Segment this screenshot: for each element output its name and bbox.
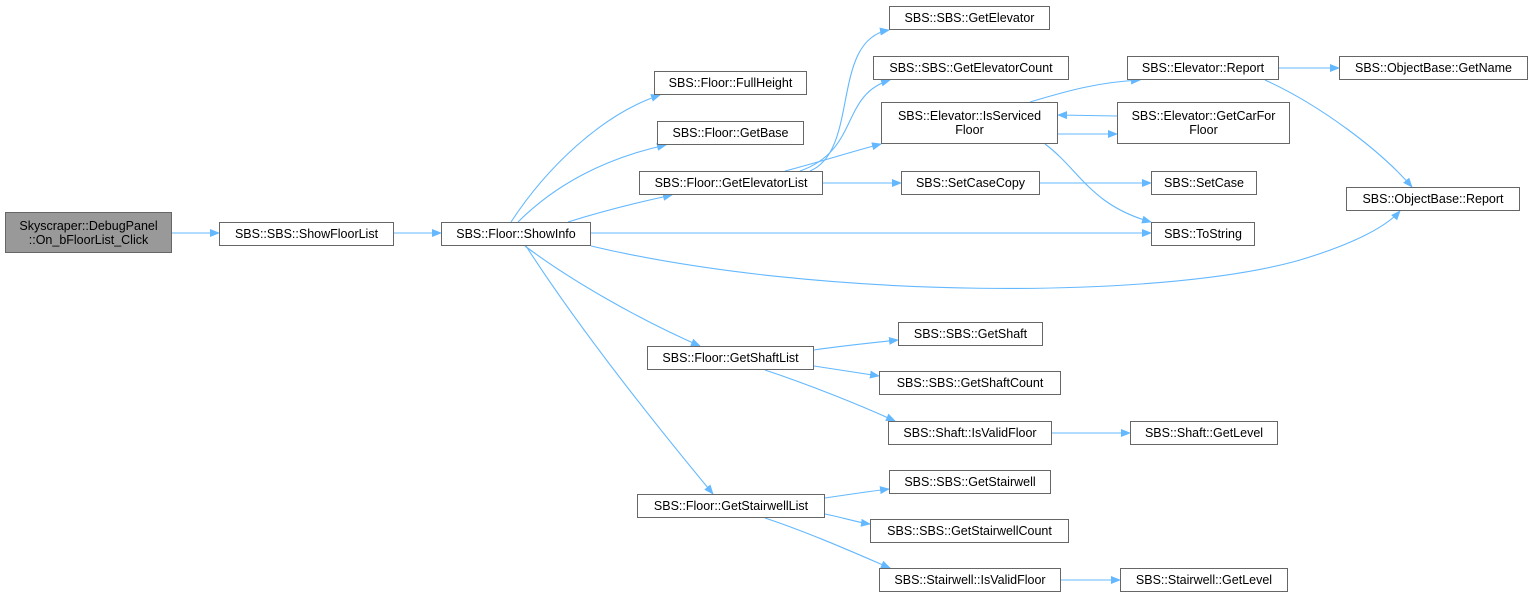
edge-getstairwelllist-to-stairisvalid: [764, 517, 891, 569]
edge-getelevatorlist-to-getelevator: [809, 27, 890, 172]
node-getshaftlist[interactable]: SBS::Floor::GetShaftList: [647, 346, 814, 370]
node-getstairwell[interactable]: SBS::SBS::GetStairwell: [889, 470, 1051, 494]
node-shaftisvalid[interactable]: SBS::Shaft::IsValidFloor: [888, 421, 1052, 445]
edge-showinfo-to-getshaftlist: [524, 245, 701, 347]
node-getshaftcount[interactable]: SBS::SBS::GetShaftCount: [879, 371, 1061, 395]
node-shaftgetlevel[interactable]: SBS::Shaft::GetLevel: [1130, 421, 1278, 445]
node-tostring[interactable]: SBS::ToString: [1151, 222, 1255, 246]
edge-getelevatorlist-to-getelevatorcount: [799, 78, 891, 172]
edge-getcarforfloor-to-isservicedfloor: [1057, 111, 1118, 120]
edge-showinfo-to-getelevatorlist: [567, 192, 673, 223]
node-root: Skyscraper::DebugPanel ::On_bFloorList_C…: [5, 212, 172, 253]
edge-isservicedfloor-to-elevreport: [1029, 76, 1141, 103]
edge-showinfo-to-getstairwelllist: [525, 245, 714, 495]
node-getstairwelllist[interactable]: SBS::Floor::GetStairwellList: [637, 494, 825, 518]
edge-getstairwelllist-to-getstairwell: [824, 486, 890, 499]
edge-getshaftlist-to-getshaftcount: [813, 365, 880, 379]
node-getelevator[interactable]: SBS::SBS::GetElevator: [889, 6, 1050, 30]
node-fullheight[interactable]: SBS::Floor::FullHeight: [654, 71, 807, 95]
edge-getshaftlist-to-getshaft: [813, 336, 899, 351]
node-getstairwellcount[interactable]: SBS::SBS::GetStairwellCount: [870, 519, 1069, 543]
node-getshaft[interactable]: SBS::SBS::GetShaft: [898, 322, 1043, 346]
edge-elevreport-to-objreport: [1264, 79, 1413, 188]
node-setcasecopy[interactable]: SBS::SetCaseCopy: [901, 171, 1040, 195]
edge-getshaftlist-to-shaftisvalid: [764, 369, 896, 422]
edge-getelevatorlist-to-isservicedfloor: [784, 142, 882, 172]
node-setcase[interactable]: SBS::SetCase: [1151, 171, 1257, 195]
node-showfloorlist[interactable]: SBS::SBS::ShowFloorList: [219, 222, 394, 246]
node-getname[interactable]: SBS::ObjectBase::GetName: [1339, 56, 1528, 80]
node-elevreport[interactable]: SBS::Elevator::Report: [1127, 56, 1279, 80]
edge-showinfo-to-fullheight: [510, 94, 661, 223]
node-objreport[interactable]: SBS::ObjectBase::Report: [1346, 187, 1520, 211]
node-getcarforfloor[interactable]: SBS::Elevator::GetCarFor Floor: [1117, 102, 1290, 144]
edge-showinfo-to-objreport: [590, 210, 1401, 289]
edge-showinfo-to-getbase: [517, 142, 667, 223]
node-stairisvalid[interactable]: SBS::Stairwell::IsValidFloor: [879, 568, 1061, 592]
edge-getstairwelllist-to-getstairwellcount: [824, 513, 871, 527]
node-isservicedfloor[interactable]: SBS::Elevator::IsServiced Floor: [881, 102, 1058, 144]
node-stairgetlevel[interactable]: SBS::Stairwell::GetLevel: [1120, 568, 1288, 592]
node-showinfo[interactable]: SBS::Floor::ShowInfo: [441, 222, 591, 246]
node-getelevatorlist[interactable]: SBS::Floor::GetElevatorList: [639, 171, 823, 195]
node-getelevatorcount[interactable]: SBS::SBS::GetElevatorCount: [873, 56, 1069, 80]
node-getbase[interactable]: SBS::Floor::GetBase: [657, 121, 804, 145]
edge-isservicedfloor-to-tostring: [1044, 143, 1152, 224]
